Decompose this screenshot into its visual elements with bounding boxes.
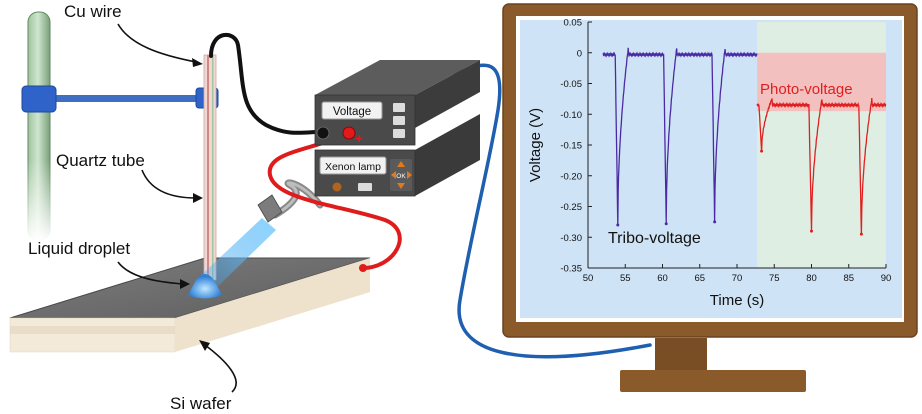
arrow-si-wafer <box>204 344 237 393</box>
series-line-0 <box>602 47 758 226</box>
y-tick-label-7: -0.30 <box>560 233 582 244</box>
series-0-pulse-point-1 <box>664 222 668 226</box>
plus-sign: + <box>355 131 363 146</box>
arrowhead-si-wafer <box>199 340 210 351</box>
arrow-quartz-tube <box>141 169 197 199</box>
y-tick-label-8: -0.35 <box>560 264 582 275</box>
x-tick-label-6: 80 <box>806 273 817 284</box>
voltage-chart: 0.05 0 -0.05 -0.10 -0.15 -0.20 -0.25 -0.30 -0.35… <box>520 18 902 318</box>
series-1-pulse-point-2 <box>859 232 863 236</box>
x-tick-label-1: 55 <box>620 273 631 284</box>
series-0-pulse-point-0 <box>616 223 620 227</box>
y-axis-label: Voltage (V) <box>527 108 544 182</box>
arrow-up-icon[interactable] <box>397 161 405 167</box>
y-tick-label-2: -0.05 <box>560 79 582 90</box>
arrow-right-icon[interactable] <box>407 171 412 179</box>
y-tick-label-6: -0.25 <box>560 202 582 213</box>
instrument-box: Voltage - + Xenon lamp OK <box>308 60 480 197</box>
series-1-pulse-point-0 <box>760 149 764 153</box>
red-wire <box>267 130 402 270</box>
label-cu-wire: Cu wire <box>64 2 122 21</box>
x-tick-label-2: 60 <box>657 273 668 284</box>
y-tick-label-4: -0.15 <box>560 141 582 152</box>
lamp-button[interactable] <box>358 183 372 191</box>
blue-cable <box>453 63 652 359</box>
ok-button-label[interactable]: OK <box>396 173 406 180</box>
y-tick-label-1: 0 <box>577 48 582 59</box>
x-tick-label-8: 90 <box>881 273 892 284</box>
monitor-stand-neck <box>655 338 707 374</box>
arrowhead-liquid-droplet <box>180 279 190 289</box>
light-beam <box>196 218 276 294</box>
x-tick-label-4: 70 <box>732 273 743 284</box>
x-axis-label: Time (s) <box>710 292 764 309</box>
arrowhead-cu-wire <box>192 58 203 67</box>
x-tick-label-3: 65 <box>694 273 705 284</box>
voltage-label: Voltage <box>333 106 371 118</box>
series-0-pulse-point-2 <box>713 220 717 224</box>
xenon-label: Xenon lamp <box>325 161 381 173</box>
arrow-cu-wire <box>117 23 197 63</box>
annotations: Cu wire Quartz tube Liquid droplet Si wa… <box>28 2 237 413</box>
voltage-button-1[interactable] <box>393 103 405 112</box>
arrowhead-quartz-tube <box>193 193 203 203</box>
liquid-droplet <box>188 274 222 299</box>
xenon-display <box>319 156 387 175</box>
region-label-tribo: Tribo-voltage <box>608 230 701 247</box>
voltage-button-2[interactable] <box>393 116 405 125</box>
lamp-knob[interactable] <box>332 182 342 192</box>
arrow-liquid-droplet <box>117 261 184 285</box>
nav-pad[interactable] <box>390 159 412 191</box>
voltage-button-3[interactable] <box>393 129 405 138</box>
arrow-down-icon[interactable] <box>397 183 405 189</box>
x-tick-label-5: 75 <box>769 273 780 284</box>
lamp-fiber-head <box>257 179 324 223</box>
voltage-display <box>321 101 383 120</box>
y-tick-label-3: -0.10 <box>560 110 582 121</box>
red-wire-contact <box>359 264 367 272</box>
label-quartz-tube: Quartz tube <box>56 151 145 170</box>
arrow-left-icon[interactable] <box>391 171 396 179</box>
x-tick-label-7: 85 <box>843 273 854 284</box>
monitor-stand-base <box>620 370 806 392</box>
positive-terminal[interactable] <box>342 126 356 140</box>
negative-terminal[interactable] <box>316 126 330 140</box>
x-tick-label-0: 50 <box>583 273 594 284</box>
y-tick-label-0: 0.05 <box>564 18 583 29</box>
cu-wire <box>209 32 317 135</box>
quartz-tube <box>203 54 217 281</box>
label-liquid-droplet: Liquid droplet <box>28 239 130 258</box>
series-line-1 <box>756 97 887 235</box>
region-label-photo: Photo-voltage <box>760 81 853 98</box>
y-tick-label-5: -0.20 <box>560 171 582 182</box>
label-si-wafer: Si wafer <box>170 394 232 413</box>
support-stand <box>21 11 219 242</box>
minus-sign: - <box>308 124 313 141</box>
si-wafer <box>9 257 371 353</box>
series-1-pulse-point-1 <box>810 229 813 233</box>
